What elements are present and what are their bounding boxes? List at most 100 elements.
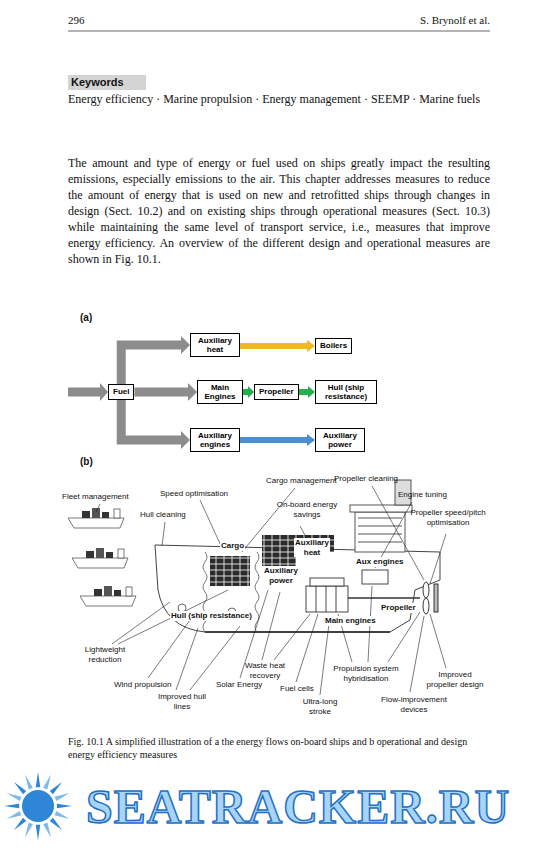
superstructure: [358, 526, 402, 527]
flow-arrow: [121, 336, 190, 384]
panel-letter: (b): [80, 456, 93, 468]
sun-ray: [25, 775, 33, 790]
box-label: Auxiliary heat: [195, 336, 235, 354]
sun-ray: [14, 818, 26, 830]
leader-lines: [162, 522, 165, 546]
process-box: Fuel: [108, 384, 134, 399]
arrow-head: [307, 434, 315, 446]
engines: [362, 570, 388, 584]
callout-label: Engine tuning: [398, 490, 447, 500]
sun-ray: [36, 825, 41, 840]
sun-ray: [14, 782, 26, 794]
callout-label: Waste heat recovery: [238, 661, 292, 680]
callout-label: Propeller cleaning: [334, 474, 398, 484]
callout-label: Improved hull lines: [156, 692, 208, 711]
ship-hull: [155, 545, 440, 632]
callout-label: Flow-improvement devices: [376, 695, 452, 714]
watermark-sun: [22, 790, 54, 822]
sun-ray: [50, 818, 62, 830]
fleet-ships: [68, 508, 124, 528]
flow-arrow: [243, 386, 254, 398]
fuel-input-arrow: [100, 383, 108, 401]
leader-lines: [96, 504, 100, 512]
arrow-head: [307, 340, 315, 352]
process-box: Auxiliary heat: [190, 333, 240, 357]
engines: [310, 578, 344, 586]
leader-lines: [242, 488, 295, 552]
leader-lines: [176, 628, 198, 690]
superstructure: [358, 534, 402, 535]
callout-label: Fuel cells: [280, 684, 314, 694]
flow-arrow: [134, 383, 197, 401]
leader-lines: [274, 614, 310, 660]
flow-arrow: [299, 386, 315, 398]
arrow-shaft: [240, 437, 308, 443]
box-label: Auxiliary engines: [195, 431, 235, 449]
process-box: Hull (ship resistance): [315, 380, 377, 404]
leader-lines: [262, 592, 280, 660]
ship-part-label: Cargo: [220, 541, 245, 551]
arrow-shaft: [121, 345, 182, 384]
sun-ray: [55, 811, 70, 819]
page-number: 296: [68, 14, 85, 27]
sun-ray: [57, 804, 72, 809]
leader-lines: [430, 614, 446, 668]
box-label: Fuel: [113, 387, 129, 396]
flow-arrow: [240, 340, 315, 352]
keywords-heading: Keywords: [68, 75, 146, 90]
sun-ray: [7, 811, 22, 819]
watermark: SEATRACKER.RU: [86, 778, 510, 836]
engines: [316, 586, 317, 612]
process-box: Main Engines: [197, 380, 243, 404]
box-label: Main Engines: [202, 383, 238, 401]
sun-ray: [43, 775, 51, 790]
arrow-shaft: [299, 389, 309, 395]
propeller: [423, 598, 429, 614]
arrow-shaft: [240, 343, 308, 349]
leader-lines: [410, 616, 424, 692]
callout-label: Wind propulsion: [114, 680, 171, 690]
leader-lines: [388, 612, 420, 662]
callout-label: Improved propeller design: [422, 670, 488, 689]
sun-ray: [25, 823, 33, 838]
sun-ray: [50, 782, 62, 794]
leader-lines: [430, 534, 446, 584]
sun-ray: [55, 793, 70, 801]
callout-label: Propeller speed/pitch optimisation: [404, 508, 492, 527]
panel-letter: (a): [80, 312, 92, 324]
superstructure: [358, 542, 402, 543]
leader-lines: [320, 616, 330, 695]
ship-part-label: Auxiliary heat: [294, 538, 330, 557]
fleet-ships: [80, 586, 136, 606]
fuel-input-arrow: [68, 383, 108, 401]
engines: [326, 586, 327, 612]
fleet-ships: [72, 548, 128, 568]
process-box: Auxiliary power: [315, 428, 365, 452]
callout-label: Speed optimisation: [160, 489, 228, 499]
ship-part-label: Main engines: [324, 616, 377, 626]
box-label: Boilers: [320, 341, 347, 350]
flow-arrow: [240, 434, 315, 446]
propeller: [423, 582, 438, 614]
keywords-list: Energy efficiency · Marine propulsion · …: [68, 92, 490, 107]
box-label: Propeller: [259, 387, 294, 396]
arrow-head: [181, 431, 190, 449]
engines: [306, 586, 348, 612]
callout-label: Fleet management: [62, 492, 129, 502]
fleet-ships: [68, 508, 136, 606]
superstructure: [358, 518, 402, 519]
callout-label: Cargo management: [266, 476, 337, 486]
process-box: Boilers: [315, 338, 352, 353]
ship-part-label: Hull (ship resistance): [170, 611, 253, 621]
header-rule: [68, 31, 490, 32]
leader-lines: [96, 486, 446, 695]
flow-arrow: [121, 400, 190, 449]
leader-lines: [200, 500, 222, 548]
box-label: Hull (ship resistance): [320, 383, 372, 401]
engines: [348, 597, 420, 598]
callout-label: On-board energy savings: [276, 500, 338, 519]
ship-hull: [205, 631, 390, 633]
body-paragraph: The amount and type of energy or fuel us…: [68, 155, 490, 267]
